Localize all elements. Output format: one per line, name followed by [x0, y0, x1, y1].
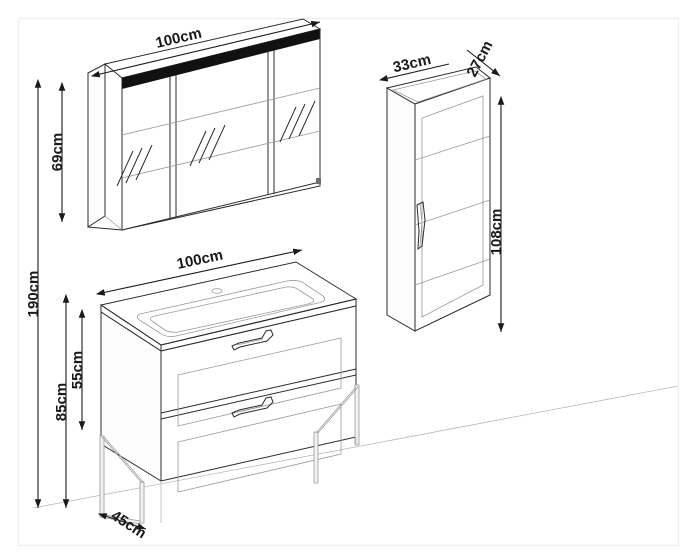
dim-label-vanity-body-height: 55cm [69, 351, 86, 389]
dim-label-mirror-height: 69cm [49, 133, 66, 171]
tall-cabinet-group [385, 66, 492, 332]
drawer-handle-upper [231, 329, 274, 351]
dim-vanity-height: 85cm [53, 293, 70, 508]
dim-label-tall-depth: 27cm [464, 38, 497, 80]
drawer-handle-lower [231, 396, 274, 418]
mirror-reflection-marks [116, 100, 316, 187]
dim-tall-height: 108cm [488, 95, 505, 332]
dim-overall-height: 190cm [25, 78, 42, 508]
dim-label-vanity-width: 100cm [175, 247, 224, 273]
dim-label-vanity-height: 85cm [53, 383, 70, 421]
page-border [17, 17, 680, 547]
vanity-unit-group [99, 261, 360, 525]
mirror-cabinet-group [87, 18, 322, 231]
dim-label-overall-height: 190cm [25, 271, 42, 318]
tall-cabinet-handle [416, 201, 426, 251]
dim-vanity-body-height: 55cm [69, 308, 86, 430]
dim-label-tall-height: 108cm [488, 209, 505, 256]
vanity-leg-frame-right [313, 384, 360, 484]
dim-tall-depth: 27cm [464, 38, 501, 80]
dim-mirror-height: 69cm [49, 81, 66, 222]
